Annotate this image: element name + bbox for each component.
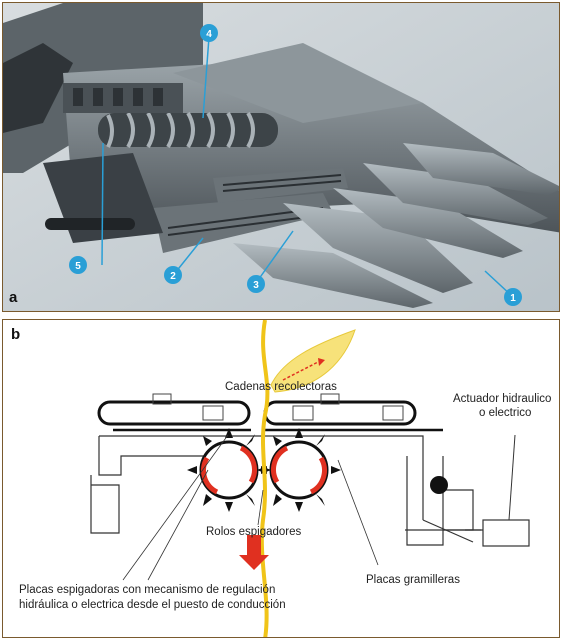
corn-header-illustration: 4 5 2 3 1: [3, 3, 560, 312]
gathering-chains: [99, 394, 415, 424]
label-rolls: Rolos espigadores: [206, 525, 301, 539]
schematic-panel-b: b: [2, 319, 560, 638]
label-grass-plates: Placas gramilleras: [366, 573, 460, 587]
snapping-roll-right: [257, 428, 341, 512]
svg-text:4: 4: [206, 29, 212, 40]
svg-text:5: 5: [75, 261, 81, 272]
svg-text:1: 1: [510, 293, 516, 304]
photo-panel-a: 4 5 2 3 1 a: [2, 2, 560, 312]
svg-text:3: 3: [253, 280, 259, 291]
auger: [98, 113, 278, 147]
panel-a-letter: a: [9, 289, 17, 306]
label-plates-line2: hidráulica o electrica desde el puesto d…: [19, 598, 286, 612]
label-chains: Cadenas recolectoras: [225, 380, 337, 394]
callout-4: 4: [200, 24, 218, 42]
svg-text:2: 2: [170, 271, 176, 282]
label-plates-line1: Placas espigadoras con mecanismo de regu…: [19, 583, 275, 597]
callout-1: 1: [504, 288, 522, 306]
callout-3: 3: [247, 275, 265, 293]
callout-2: 2: [164, 266, 182, 284]
label-actuator-line2: o electrico: [479, 406, 531, 420]
label-actuator-line1: Actuador hidraulico: [453, 392, 551, 406]
callout-5: 5: [69, 256, 87, 274]
